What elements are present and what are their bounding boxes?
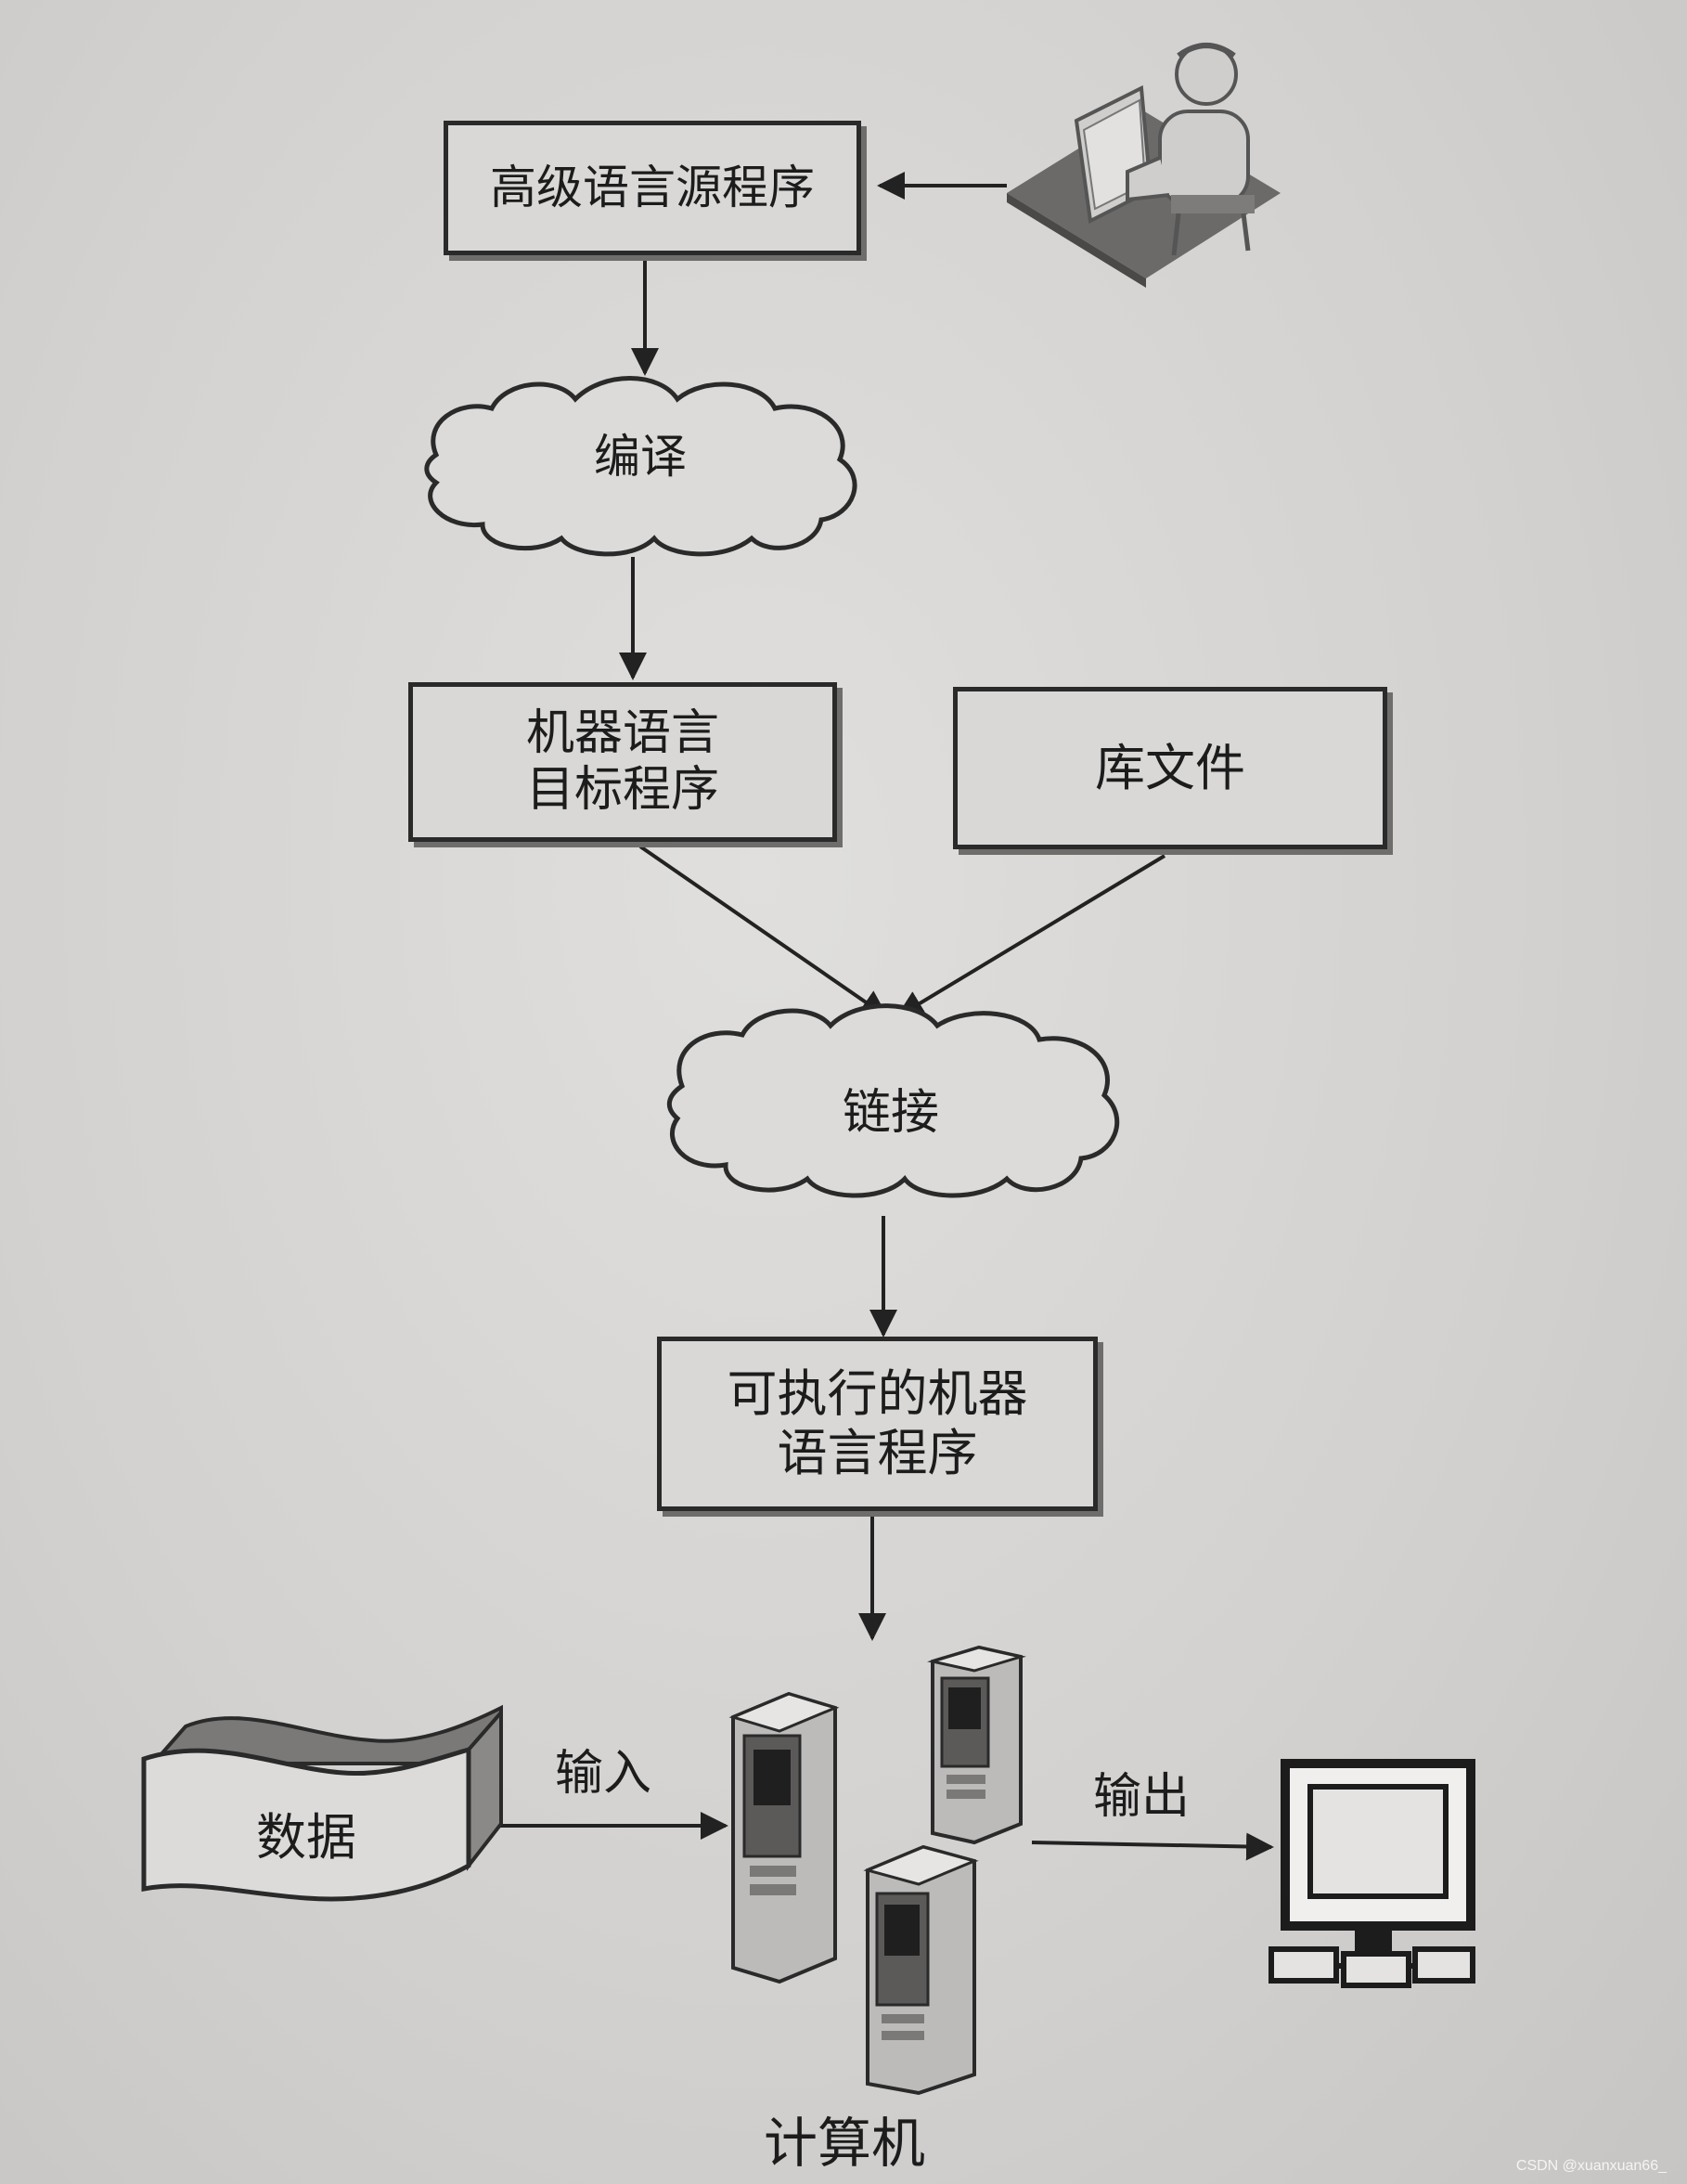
executable-program-box: 可执行的机器 语言程序 — [657, 1337, 1098, 1511]
library-files-label: 库文件 — [1095, 738, 1245, 797]
server-icon — [863, 1844, 979, 2096]
data-storage-icon — [141, 1704, 503, 1902]
monitor-icon — [1268, 1759, 1475, 1988]
data-label: 数据 — [256, 1808, 356, 1867]
source-program-label: 高级语言源程序 — [490, 161, 815, 214]
arrow-output — [1031, 1832, 1274, 1861]
computer-label: 计算机 — [763, 2112, 925, 2175]
output-label: 输出 — [1092, 1769, 1190, 1825]
source-program-box: 高级语言源程序 — [444, 121, 861, 255]
arrow-object-to-link — [638, 845, 889, 1018]
compile-label: 编译 — [594, 430, 687, 484]
programmer-icon — [1007, 43, 1281, 288]
executable-program-label: 可执行的机器 语言程序 — [727, 1364, 1028, 1482]
object-program-box: 机器语言 目标程序 — [408, 682, 837, 842]
object-program-label: 机器语言 目标程序 — [525, 704, 719, 818]
link-cloud — [666, 1003, 1120, 1198]
server-icon — [927, 1645, 1026, 1845]
server-icon — [728, 1691, 840, 1984]
watermark: CSDN @xuanxuan66_ — [1515, 2158, 1667, 2174]
arrow-library-to-link — [895, 854, 1166, 1018]
library-files-box: 库文件 — [953, 687, 1387, 849]
compile-cloud — [424, 376, 857, 557]
link-label: 链接 — [842, 1085, 939, 1141]
input-label: 输入 — [554, 1746, 651, 1802]
